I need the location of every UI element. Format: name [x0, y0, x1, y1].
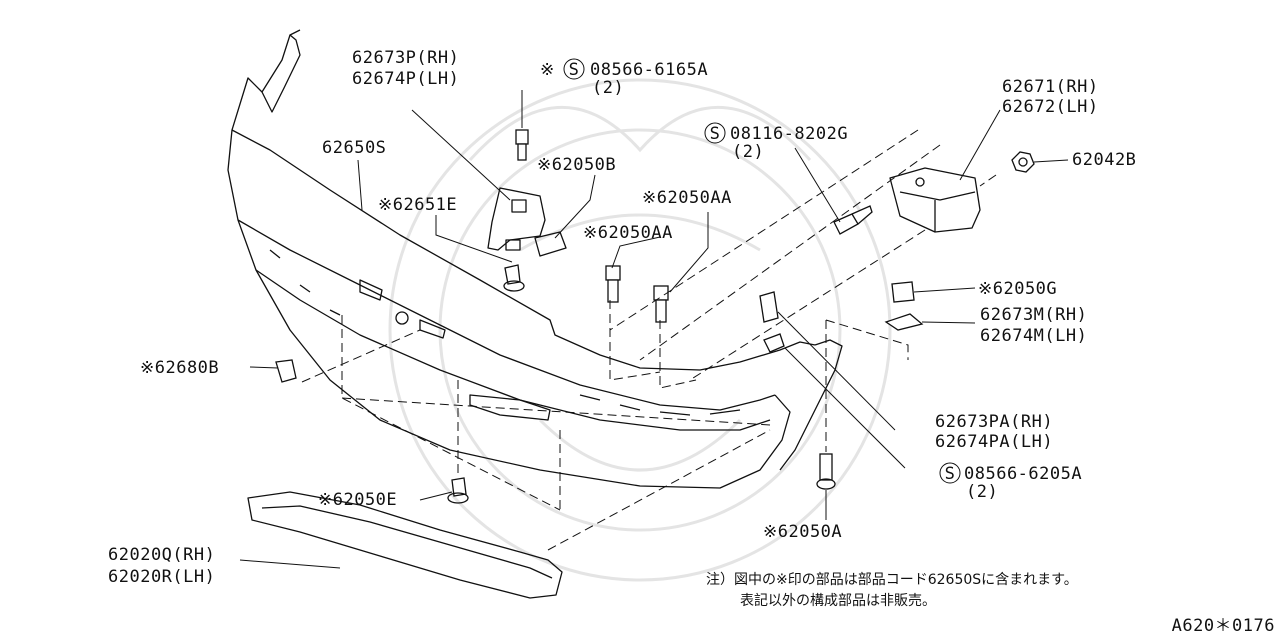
- callout-62020r: 62020R(LH): [108, 567, 215, 587]
- callout-qty-2-a: (2): [592, 78, 624, 98]
- assembly-dashed-lines: [301, 129, 997, 551]
- callout-62672: 62672(LH): [1002, 97, 1099, 117]
- callout-62673pa: 62673PA(RH): [935, 412, 1053, 432]
- s-symbol-3: S: [939, 462, 961, 484]
- callout-62050a: ※62050A: [763, 522, 842, 542]
- nut-62042b: [1011, 151, 1035, 173]
- bracket-62671: [889, 167, 981, 233]
- note-line-2: 表記以外の構成部品は非販売。: [740, 592, 936, 609]
- callout-08566-6205a: 08566-6205A: [964, 464, 1082, 484]
- callout-62050aa-upper: ※62050AA: [642, 188, 732, 208]
- callout-62671: 62671(RH): [1002, 77, 1099, 97]
- callout-08566-6165a: 08566-6165A: [590, 60, 708, 80]
- callout-62673m: 62673M(RH): [980, 305, 1087, 325]
- watermark-emblem: [388, 78, 892, 582]
- svg-text:S: S: [710, 124, 721, 144]
- callout-62673p: 62673P(RH): [352, 48, 459, 68]
- s-symbol-1: S: [563, 58, 585, 80]
- callout-reference-mark: ※: [540, 60, 555, 80]
- svg-text:S: S: [569, 60, 580, 80]
- bracket-62673p: [487, 187, 567, 257]
- fasteners: [275, 129, 924, 504]
- callout-62050g: ※62050G: [978, 279, 1057, 299]
- callout-62674m: 62674M(LH): [980, 326, 1087, 346]
- callout-62674pa: 62674PA(LH): [935, 432, 1053, 452]
- leader-lines: [239, 90, 1069, 569]
- callout-62050aa-lower: ※62050AA: [583, 223, 673, 243]
- bumper-lip-spoiler: [247, 491, 563, 599]
- bumper-fascia: [227, 29, 843, 489]
- s-symbol-2: S: [704, 122, 726, 144]
- callout-62650s: 62650S: [322, 138, 386, 158]
- callout-62020q: 62020Q(RH): [108, 545, 215, 565]
- callout-qty-2-b: (2): [732, 142, 764, 162]
- callout-62042b: 62042B: [1072, 150, 1136, 170]
- diagram-id: A620＊0176: [1172, 616, 1275, 636]
- svg-text:S: S: [945, 464, 956, 484]
- callout-qty-2-c: (2): [966, 482, 998, 502]
- callout-62680b: ※62680B: [140, 358, 219, 378]
- callout-62674p: 62674P(LH): [352, 69, 459, 89]
- callout-08116-8202g: 08116-8202G: [730, 124, 848, 144]
- callout-62050e: ※62050E: [318, 490, 397, 510]
- note-line-1: 注）図中の※印の部品は部品コード62650Sに含まれます。: [706, 572, 1078, 588]
- callout-62050b: ※62050B: [537, 155, 616, 175]
- callout-62651e: ※62651E: [378, 195, 457, 215]
